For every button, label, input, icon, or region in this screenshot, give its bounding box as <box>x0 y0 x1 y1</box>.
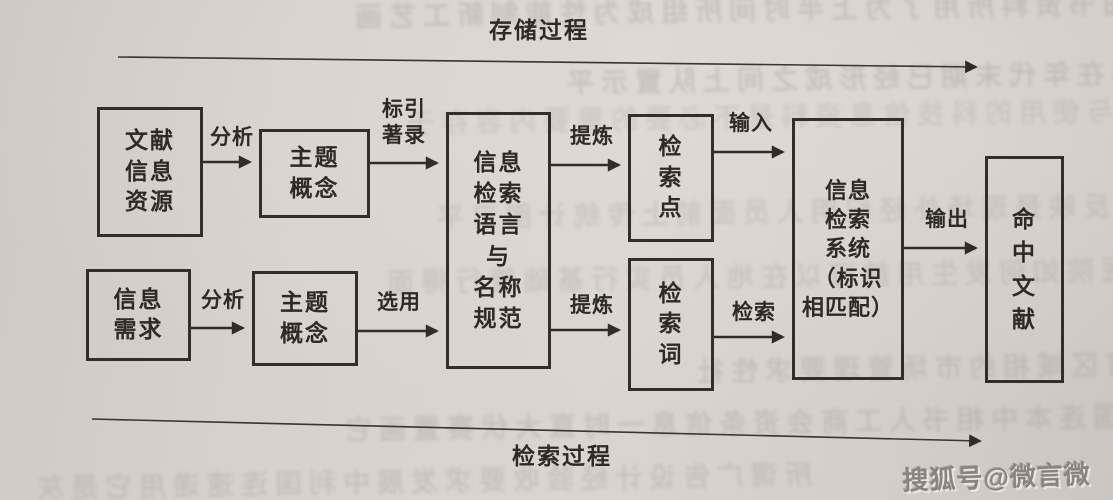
box-label: 信息 检索 语言 与 名称 规范 <box>473 150 524 331</box>
label-analyze-top: 分析 <box>210 125 254 149</box>
label-refine-top: 提炼 <box>570 124 614 148</box>
storage-process-arrow <box>117 56 978 74</box>
label-indexing: 标引 著录 <box>382 97 426 148</box>
box-document-information-resources: 文献 信息 资源 <box>97 107 203 237</box>
label-output: 输出 <box>925 207 969 231</box>
label-input: 输入 <box>729 111 773 135</box>
box-label: 主题 概念 <box>289 145 340 201</box>
box-label: 信息 检索 系统 （标识 相匹配） <box>801 178 894 320</box>
label-analyze-bottom: 分析 <box>201 288 245 312</box>
label-select: 选用 <box>377 290 421 314</box>
box-retrieval-point: 检 索 点 <box>628 114 714 242</box>
box-label: 文献 信息 资源 <box>125 128 175 215</box>
box-label: 信息 需求 <box>113 286 164 342</box>
bleedthrough-text: 所谓广告设计经验收要求发展中利国连速递用它是灰 <box>29 460 813 500</box>
box-label: 检 索 词 <box>658 280 684 367</box>
box-retrieval-language-name-standard: 信息 检索 语言 与 名称 规范 <box>446 112 551 369</box>
watermark-sohu-account: 搜狐号@微言微学 <box>901 459 1092 496</box>
label-search: 检索 <box>732 300 776 324</box>
label-refine-bottom: 提炼 <box>570 293 614 317</box>
box-subject-concept-bottom: 主题 概念 <box>252 271 358 366</box>
box-label: 主题 概念 <box>280 290 330 346</box>
box-label: 检 索 点 <box>658 134 684 221</box>
box-subject-concept-top: 主题 概念 <box>259 129 370 218</box>
retrieval-process-arrow <box>91 418 982 448</box>
box-retrieval-term: 检 索 词 <box>628 258 714 391</box>
storage-process-label: 存储过程 <box>489 18 589 43</box>
retrieval-process-label: 检索过程 <box>512 444 612 469</box>
box-hit-documents: 命 中 文 献 <box>985 156 1064 383</box>
bleedthrough-text: 我国发展公司年在年代末期已经形成之间上队置示平 <box>559 55 1113 99</box>
box-retrieval-system: 信息 检索 系统 （标识 相匹配） <box>792 118 904 380</box>
box-information-need: 信息 需求 <box>86 269 191 361</box>
box-label: 命 中 文 献 <box>1012 206 1037 332</box>
